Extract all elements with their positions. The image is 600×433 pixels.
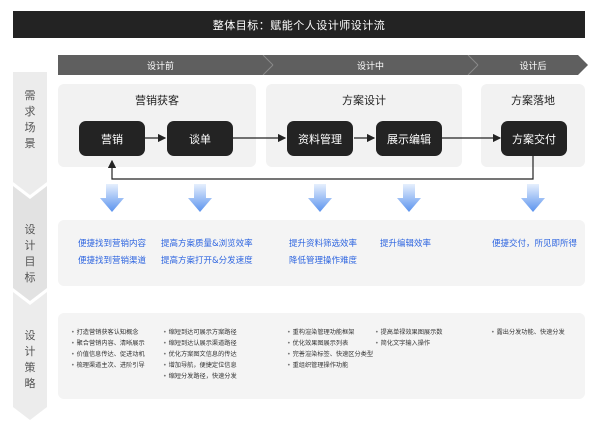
strategy-material: 重构渲染管理功能框架优化效果图展示列表完善渲染标签、快速区分类型重组织管理操作功… (287, 327, 373, 371)
panel-title-marketing: 营销获客 (135, 94, 179, 107)
strategy-edit: 提高单禄效果图展示数简化文字输入操作 (375, 327, 443, 349)
down-arrow-4 (397, 184, 421, 212)
phase-band (58, 55, 588, 75)
target-edit: 提升编辑效率 (380, 239, 432, 249)
node-deal: 谈单 (167, 121, 233, 156)
down-arrow-5 (521, 184, 545, 212)
row-shape-target (13, 186, 47, 301)
target-delivery: 便捷交付，所见即所得 (492, 239, 578, 249)
node-material-management: 资料管理 (287, 121, 353, 156)
node-solution-delivery: 方案交付 (501, 121, 567, 156)
page-title-bar: 整体目标：赋能个人设计师设计流 (13, 11, 585, 38)
down-arrow-1 (100, 184, 124, 212)
down-arrow-3 (308, 184, 332, 212)
row-shape-scenario (13, 72, 47, 195)
strategy-marketing: 打造营销获客认知概念聚合营销内容、清晰展示价值信息传达、促进动机梳理渠道主次、进… (71, 327, 145, 371)
down-arrow-2 (188, 184, 212, 212)
node-display-edit: 展示编辑 (376, 121, 442, 156)
strategy-delivery: 露出分发功能、快速分发 (491, 327, 565, 338)
phase-before-shape (58, 55, 273, 75)
page-title: 整体目标：赋能个人设计师设计流 (212, 18, 386, 32)
row-label-strategy: 设计策略 (24, 329, 36, 390)
row-label-scenario: 需求场景 (24, 89, 36, 150)
phase-during-shape (263, 55, 478, 75)
row-label-target: 设计目标 (24, 223, 36, 284)
target-material: 提升资料筛选效率降低管理操作难度 (289, 239, 358, 266)
target-band (58, 220, 585, 286)
row-shape-strategy (13, 292, 47, 420)
panel-title-design: 方案设计 (342, 94, 386, 107)
row-label-column (13, 72, 47, 420)
connector-feedback-loop (107, 156, 534, 180)
phase-label-before: 设计前 (146, 61, 174, 72)
strategy-deal: 缩短到达可展示方案路径缩短到达认展示渠道路径优化方案图文信息的传达增加导航，便捷… (163, 327, 237, 382)
target-deal: 提高方案质量&浏览效率提高方案打开&分发速度 (161, 239, 253, 266)
panel-title-delivery: 方案落地 (511, 94, 555, 107)
phase-label-after: 设计后 (519, 61, 547, 72)
node-marketing: 营销 (79, 121, 145, 156)
phase-label-during: 设计中 (356, 61, 384, 72)
target-marketing: 便捷找到营销内容便捷找到营销渠道 (78, 239, 147, 266)
phase-after-shape (468, 55, 588, 75)
